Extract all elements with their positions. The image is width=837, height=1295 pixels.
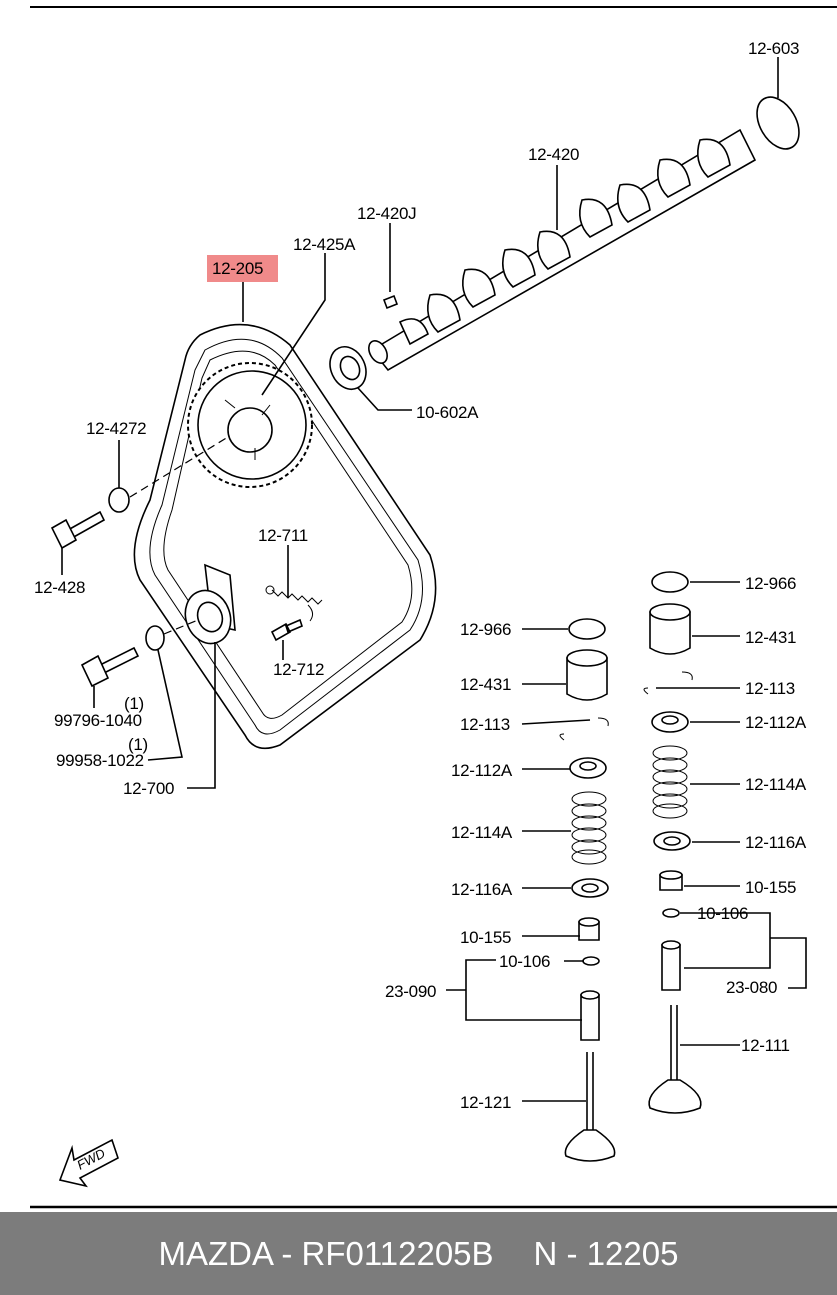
label-m-12-113: 12-113: [460, 715, 510, 734]
tensioner-bolt: [80, 646, 140, 688]
label-m-10-106: 10-106: [499, 952, 550, 971]
label-99958-1022: 99958-1022: [56, 751, 144, 770]
right-valve-stack: [643, 571, 702, 1114]
label-12-4272: 12-4272: [86, 419, 146, 438]
label-r-12-111: 12-111: [741, 1036, 790, 1055]
washer: [108, 487, 130, 513]
label-m-12-112a: 12-112A: [451, 761, 513, 780]
label-12-711: 12-711: [258, 526, 308, 545]
label-12-700: 12-700: [123, 779, 174, 798]
right-leaders: [656, 581, 807, 1046]
label-12-205: 12-205: [212, 259, 263, 278]
label-12-420j: 12-420J: [357, 204, 416, 223]
pulley-bolt: [50, 510, 106, 550]
tensioner-pulley: [184, 563, 236, 645]
axis-line-2: [163, 619, 199, 635]
label-r-12-113: 12-113: [745, 679, 795, 698]
tensioner-spring: [265, 585, 323, 622]
footer-part-number: MAZDA - RF0112205B: [158, 1234, 494, 1272]
leader-99958: [147, 649, 183, 761]
label-12-420: 12-420: [528, 145, 579, 164]
label-r-10-106: 10-106: [697, 904, 748, 923]
middle-valve-stack: [559, 618, 616, 1162]
label-m-10-155: 10-155: [460, 928, 511, 947]
leader-12-700: [187, 642, 216, 789]
label-r-12-116a: 12-116A: [745, 833, 807, 852]
labels: 12-603 12-420 12-420J 12-205 12-425A 10-…: [34, 39, 807, 1173]
tensioner-washer: [145, 625, 165, 651]
label-r-10-155: 10-155: [745, 878, 796, 897]
middle-leaders: [446, 628, 591, 1102]
label-99796-qty: (1): [124, 694, 144, 713]
cam-pulley: [187, 362, 313, 488]
highlight-box: [207, 255, 278, 282]
label-12-425a: 12-425A: [293, 235, 356, 254]
label-m-23-090: 23-090: [385, 982, 436, 1001]
label-12-428: 12-428: [34, 578, 85, 597]
footer-bar: MAZDA - RF0112205B N - 12205: [0, 1212, 837, 1295]
label-m-12-431: 12-431: [460, 675, 511, 694]
leader-12-425A: [261, 253, 326, 396]
woodruff-key: [382, 294, 399, 310]
label-r-12-112a: 12-112A: [745, 713, 807, 732]
label-12-712: 12-712: [273, 660, 324, 679]
label-99796-1040: 99796-1040: [54, 711, 142, 730]
label-12-603: 12-603: [748, 39, 799, 58]
parts-diagram: 12-603 12-420 12-420J 12-205 12-425A 10-…: [30, 6, 837, 1209]
oil-seal: [329, 346, 367, 390]
camshaft: [368, 128, 757, 372]
tensioner-stud: [270, 618, 303, 642]
label-m-12-114a: 12-114A: [451, 823, 513, 842]
label-99958-qty: (1): [128, 735, 148, 754]
axis-line-1: [129, 436, 229, 498]
label-m-12-966: 12-966: [460, 620, 511, 639]
label-r-12-966: 12-966: [745, 574, 796, 593]
label-m-12-121: 12-121: [460, 1093, 511, 1112]
leader-10-602A: [357, 387, 412, 411]
label-r-12-431: 12-431: [745, 628, 796, 647]
label-10-602a: 10-602A: [416, 403, 479, 422]
label-m-12-116a: 12-116A: [451, 880, 513, 899]
label-r-12-114a: 12-114A: [745, 775, 807, 794]
fwd-arrow-icon: [58, 1138, 119, 1188]
end-plug: [756, 96, 800, 150]
label-r-23-080: 23-080: [726, 978, 777, 997]
footer-diagram-number: N - 12205: [533, 1234, 679, 1272]
